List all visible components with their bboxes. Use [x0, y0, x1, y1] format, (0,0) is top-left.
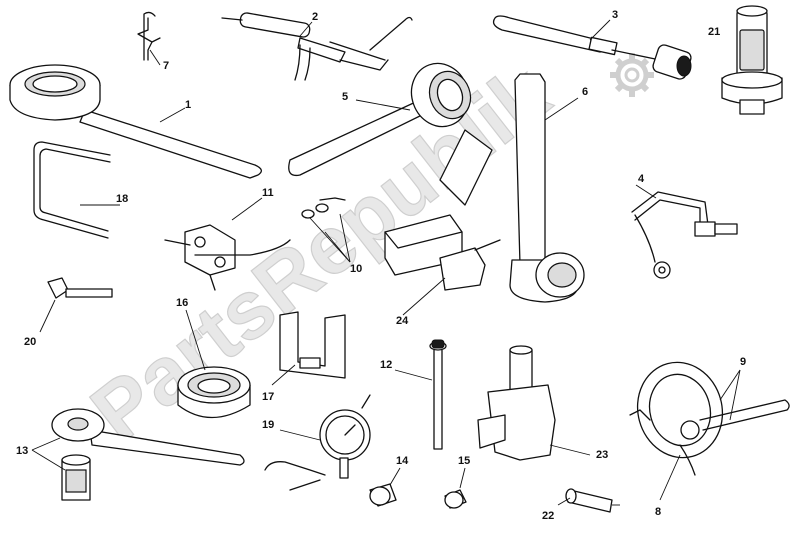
tool-1-ring-wrench: [9, 64, 262, 179]
tool-16-cup: [177, 366, 251, 419]
callout-4: 4: [638, 173, 645, 185]
callout-17: 17: [262, 391, 274, 403]
tool-20-wing-bolt: [47, 277, 113, 299]
tool-13-face-wrench: [51, 408, 245, 501]
leader-lines: [31, 19, 741, 506]
callout-12: 12: [380, 359, 392, 371]
callout-19: 19: [262, 419, 274, 431]
tool-22-cylinder: [565, 488, 613, 513]
callout-1: 1: [185, 99, 191, 111]
tool-5-socket-handle: [288, 62, 472, 177]
tool-4-crank: [631, 191, 738, 279]
tool-9-protractor: [629, 361, 790, 476]
callout-22: 22: [542, 510, 554, 522]
tool-21-bushing: [721, 5, 783, 115]
callout-20: 20: [24, 336, 36, 348]
callout-6: 6: [582, 86, 588, 98]
callout-18: 18: [116, 193, 128, 205]
tool-10-clips: [301, 197, 346, 219]
callout-8: 8: [655, 506, 661, 518]
tool-11-plate: [164, 224, 291, 291]
tool-24-box-fixture: [384, 129, 501, 291]
callout-23: 23: [596, 449, 608, 461]
tool-12-pin: [429, 339, 447, 450]
callout-14: 14: [396, 455, 409, 467]
callout-7: 7: [163, 60, 169, 72]
callout-3: 3: [612, 9, 618, 21]
callout-10: 10: [350, 263, 362, 275]
callout-11: 11: [262, 187, 274, 199]
callout-15: 15: [458, 455, 470, 467]
callout-labels: 1 2 3 4 5 6 7 8 9 10 11 12 13 14 15 16 1…: [16, 9, 746, 522]
gear-icon: [610, 53, 654, 97]
tool-3-puller: [492, 15, 692, 80]
callout-24: 24: [396, 315, 409, 327]
tool-17-fork-plate: [279, 311, 346, 379]
tool-6-lever: [509, 73, 585, 303]
tool-23-tower: [477, 345, 556, 461]
callout-9: 9: [740, 356, 746, 368]
callout-13: 13: [16, 445, 28, 457]
callout-21: 21: [708, 26, 720, 38]
callout-2: 2: [312, 11, 318, 23]
tool-19-dial-gauge: [264, 394, 371, 491]
callout-16: 16: [176, 297, 188, 309]
tool-18-u-rod: [33, 141, 111, 239]
tool-7-hook-pin: [137, 11, 161, 61]
tool-14-bushing: [369, 483, 397, 507]
tool-2-bar-fork: [221, 12, 413, 81]
callout-5: 5: [342, 91, 348, 103]
tool-15-cap: [444, 489, 467, 509]
